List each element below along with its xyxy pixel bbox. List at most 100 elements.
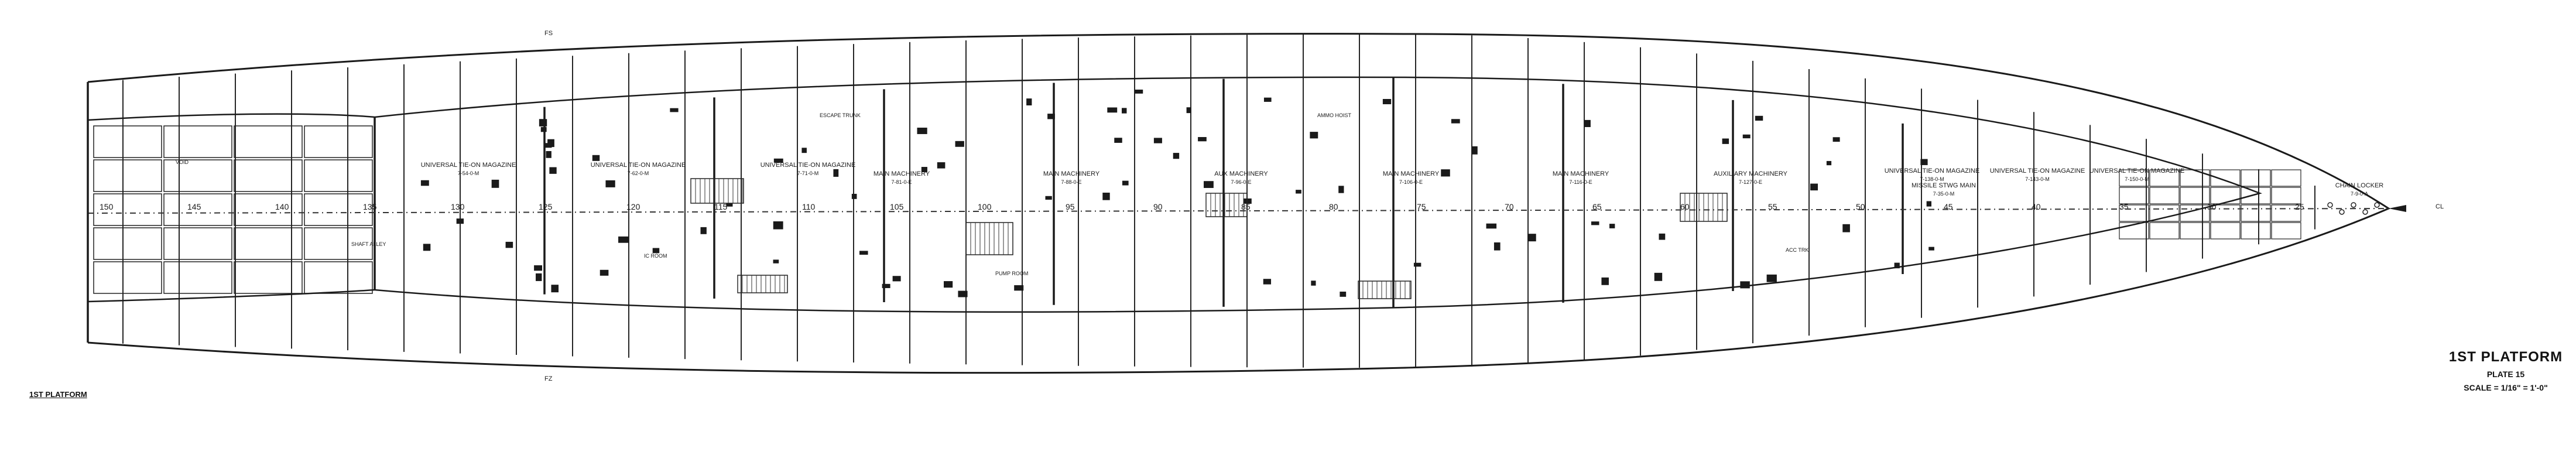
compartment-name: MAIN MACHINERY [1043,170,1100,177]
longitudinal-stbd [87,113,375,121]
equipment-mark [958,290,968,297]
equipment-mark [1173,153,1180,159]
equipment-mark [700,227,707,234]
equipment-mark [536,273,542,281]
compartment-code: 7-9-0-A [2351,191,2368,197]
equipment-mark [539,119,547,126]
equipment-mark [937,162,946,169]
compartment-name: MAIN MACHINERY [1383,170,1440,177]
frame-number: 65 [1592,202,1602,211]
equipment-mark [1198,137,1207,142]
stern-compartment [234,261,303,294]
bow-compartment [2119,187,2149,204]
bow-compartment [2210,187,2241,204]
compartment-code: 7-71-0-M [797,170,819,176]
title-block: 1ST PLATFORM PLATE 15 SCALE = 1/16" = 1'… [2447,349,2564,392]
compartment-name: UNIVERSAL TIE-ON MAGAZINE [1990,167,2085,175]
equipment-mark [1122,180,1129,186]
inner-deck-boundary [374,76,2262,313]
equipment-mark [1263,97,1272,102]
frame-number: 35 [2119,202,2129,211]
equipment-mark [1926,201,1931,207]
misc-label: ESCAPE TRUNK [820,112,861,118]
equipment-mark [1340,291,1347,297]
machinery-housing [690,178,744,204]
equipment-mark [1014,285,1024,291]
frame-number: 75 [1417,202,1426,211]
equipment-mark [491,179,499,188]
equipment-mark [1047,114,1055,119]
stern-compartment [93,159,162,192]
equipment-mark [1311,281,1316,286]
frame-number: 150 [100,202,114,211]
equipment-mark [917,127,927,134]
equipment-mark [1654,272,1663,281]
frame-number: 145 [187,202,201,211]
equipment-mark [549,167,557,174]
misc-label: ACC TRK [1786,247,1808,253]
equipment-mark [652,248,660,254]
compartment-code: 7-54-0-M [458,170,479,176]
misc-label: VOID [176,159,189,165]
frame-number: 70 [1505,202,1514,211]
equipment-mark [534,265,543,271]
compartment-code: 7-150-0-M [2125,176,2149,182]
frame-number: 125 [539,202,553,211]
compartment-code: 7-127-0-E [1739,179,1762,185]
equipment-mark [1591,221,1599,225]
equipment-mark [773,259,779,264]
compartment-name: MISSILE STWG MAIN [1912,182,1976,189]
bow-compartment [2149,187,2180,204]
frame-number: 105 [890,202,904,211]
equipment-mark [540,126,547,132]
equipment-mark [1121,108,1127,114]
equipment-mark [1766,274,1777,282]
compartment-name: AUXILIARY MACHINERY [1714,170,1788,177]
equipment-mark [605,180,615,187]
frame-number: 110 [802,202,816,211]
equipment-mark [1486,223,1497,229]
equipment-mark [955,141,964,147]
misc-label: CL [2435,203,2444,210]
bow-compartment [2241,222,2271,240]
bow-compartment [2180,187,2210,204]
compartment-code: 7-88-0-E [1061,179,1081,185]
bow-compartment [2180,222,2210,240]
equipment-mark [1296,190,1301,194]
equipment-mark [1493,242,1501,251]
bow-compartment [2119,204,2149,222]
equipment-mark [1928,247,1934,251]
stern-compartment [163,261,232,294]
bow-fitting [2351,202,2356,208]
stern-compartment [234,193,303,226]
bow-fitting [2362,209,2368,215]
compartment-code: 7-62-0-M [628,170,649,176]
equipment-mark [921,167,927,173]
compartment-name: MAIN MACHINERY [1553,170,1609,177]
equipment-mark [1920,159,1928,165]
frame-number: 140 [275,202,289,211]
equipment-mark [551,285,559,293]
equipment-mark [859,251,868,255]
equipment-mark [1153,138,1162,143]
misc-label: IC ROOM [644,253,667,259]
compartment-name: UNIVERSAL TIE-ON MAGAZINE [591,162,686,169]
equipment-mark [1451,119,1460,124]
compartment-name: AUX MACHINERY [1214,170,1268,177]
bow-fitting [2339,209,2345,215]
stern-compartment [234,159,303,192]
frame-number: 130 [451,202,465,211]
bow-fitting [2327,202,2333,208]
frame-number: 45 [1944,202,1953,211]
equipment-mark [420,180,429,186]
equipment-mark [1826,160,1832,166]
misc-label: AMMO HOIST [1317,112,1352,118]
equipment-mark [773,221,783,230]
bow-compartment [2241,187,2271,204]
compartment-code: 7-96-0-E [1231,179,1251,185]
misc-label: SHAFT ALLEY [351,241,386,247]
frame-number: 120 [626,202,640,211]
bow-compartment [2119,169,2149,187]
bow-compartment [2271,222,2301,240]
